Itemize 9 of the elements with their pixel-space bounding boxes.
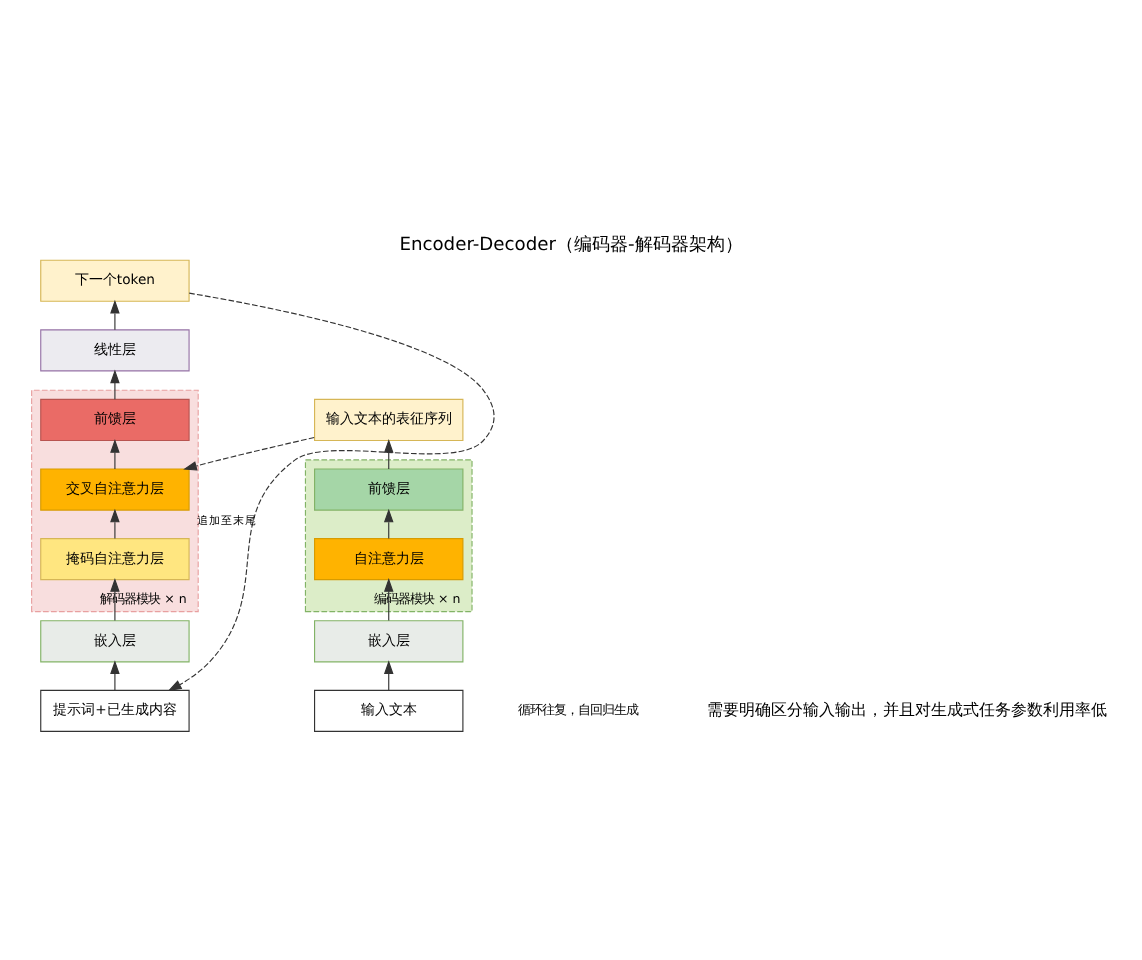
arrow	[110, 577, 120, 620]
diagram-title: Encoder-Decoder（编码器-解码器架构）	[399, 234, 743, 255]
arrow	[110, 659, 120, 690]
arrow	[183, 436, 315, 470]
arrow	[110, 298, 120, 330]
arrow	[110, 438, 120, 469]
arrow	[110, 368, 120, 399]
arrow	[110, 507, 120, 539]
cluster	[304, 458, 473, 612]
